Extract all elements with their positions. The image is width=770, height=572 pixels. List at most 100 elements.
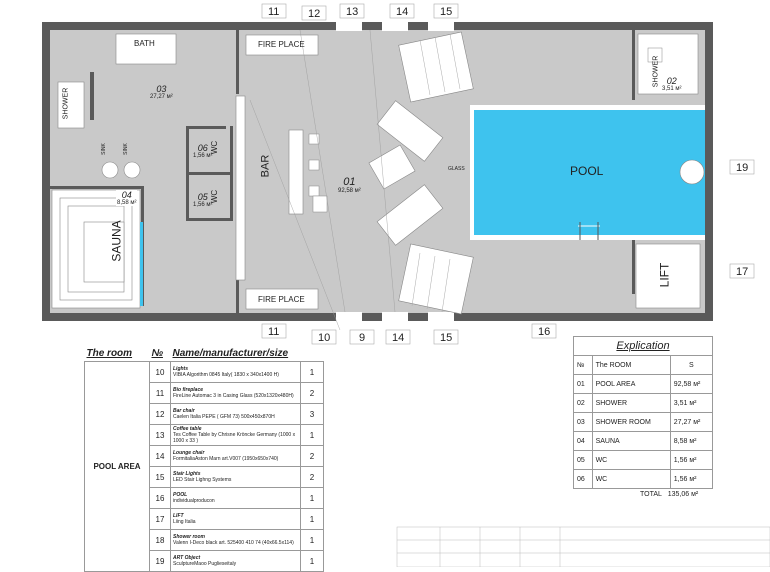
label-glass: GLASS	[448, 166, 465, 172]
row-qty: 1	[300, 529, 324, 551]
room-tag-04: 04 8,58 м²	[116, 190, 138, 206]
row-qty: 2	[300, 445, 324, 467]
label-fireplace-top: FIRE PLACE	[258, 40, 305, 49]
fireplace-top	[245, 34, 319, 56]
label-sink-2: SINK	[122, 143, 129, 155]
row-qty: 2	[300, 466, 324, 488]
row-number: 10	[149, 361, 171, 383]
callout-9: 9	[359, 332, 366, 344]
explication-header: № The ROOM S	[573, 355, 714, 375]
label-shower-right: SHOWER	[652, 55, 660, 88]
furniture-table: The room № Name/manufacturer/size POOL A…	[84, 345, 324, 572]
callout-13: 13	[346, 6, 359, 18]
header-name: Name/manufacturer/size	[172, 347, 289, 359]
callout-19: 19	[736, 162, 749, 174]
sink-2	[123, 161, 141, 179]
row-number: 18	[149, 529, 171, 551]
callout-14-bottom: 14	[392, 332, 405, 344]
furniture-table-header: The room № Name/manufacturer/size	[85, 345, 324, 362]
shower-right	[637, 33, 699, 95]
sink-1	[101, 161, 119, 179]
room-tag-05: 05 1,56 м²	[193, 192, 213, 208]
callout-14-top: 14	[396, 6, 409, 18]
stairs-top	[398, 31, 474, 103]
label-pool: POOL	[570, 164, 604, 178]
room-tag-03: 03 27,27 м²	[150, 84, 173, 100]
row-number: 19	[149, 550, 171, 572]
lounge-chair-1	[376, 100, 444, 162]
label-shower-left: SHOWER	[62, 87, 70, 120]
bath	[115, 33, 177, 65]
row-number: 11	[149, 382, 171, 404]
label-lift: LIFT	[657, 262, 672, 288]
row-qty: 1	[300, 550, 324, 572]
row-number: 17	[149, 508, 171, 530]
row-number: 15	[149, 466, 171, 488]
bar-counter	[235, 95, 246, 281]
shower-left	[57, 81, 85, 129]
callout-10: 10	[318, 332, 331, 344]
row-qty: 1	[300, 487, 324, 509]
callout-16: 16	[538, 326, 551, 338]
room-tag-01: 01 92,58 м²	[338, 176, 361, 194]
label-bath: BATH	[134, 39, 155, 48]
header-no: №	[151, 347, 163, 359]
label-bar: BAR	[259, 154, 272, 178]
row-qty: 3	[300, 403, 324, 425]
fireplace-bottom	[245, 288, 319, 310]
art-object	[679, 159, 705, 185]
callout-12: 12	[308, 8, 321, 20]
title-block	[396, 526, 770, 567]
row-number: 12	[149, 403, 171, 425]
stairs-bottom	[398, 243, 474, 315]
row-number: 16	[149, 487, 171, 509]
explication-title: Explication	[573, 336, 713, 356]
explication-total: TOTAL 135,06 м²	[640, 491, 699, 498]
coffee-table	[368, 144, 416, 190]
row-qty: 1	[300, 361, 324, 383]
callout-15-bottom: 15	[440, 332, 453, 344]
row-qty: 2	[300, 382, 324, 404]
col-s: S	[669, 355, 714, 375]
col-no: №	[573, 355, 593, 375]
room-tag-02: 02 3,51 м²	[662, 76, 682, 92]
label-sauna: SAUNA	[109, 220, 124, 262]
label-sink-1: SINK	[100, 143, 107, 155]
header-room: The room	[86, 347, 133, 359]
callout-17: 17	[736, 266, 749, 278]
row-qty: 1	[300, 424, 324, 446]
room-tag-06: 06 1,56 м²	[193, 143, 213, 159]
callout-15-top: 15	[440, 6, 453, 18]
pool-water	[474, 110, 705, 235]
callout-11-bottom: 11	[268, 326, 280, 338]
room-name-cell: POOL AREA	[84, 361, 150, 572]
bar-table	[288, 129, 304, 215]
label-fireplace-bottom: FIRE PLACE	[258, 295, 305, 304]
lift	[635, 243, 701, 309]
row-number: 14	[149, 445, 171, 467]
row-number: 13	[149, 424, 171, 446]
row-qty: 1	[300, 508, 324, 530]
col-room: The ROOM	[591, 355, 671, 375]
